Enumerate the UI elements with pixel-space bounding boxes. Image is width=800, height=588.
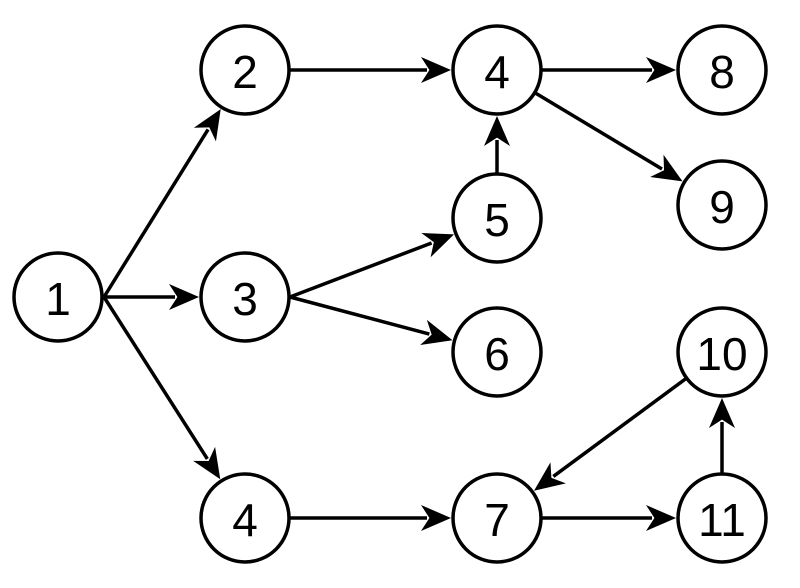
- edge-line: [102, 296, 209, 460]
- edge-line: [533, 91, 663, 171]
- node-label: 4: [484, 46, 510, 98]
- node-n9: 9: [676, 159, 768, 251]
- node-label: 2: [232, 46, 258, 98]
- node-n7: 7: [451, 472, 543, 564]
- node-n10: 10: [676, 306, 768, 398]
- edges-layer: [102, 57, 735, 531]
- node-n6: 6: [451, 306, 543, 398]
- node-label: 11: [698, 494, 746, 546]
- node-label: 1: [45, 273, 71, 325]
- edge-n5-to-n4a: [484, 116, 510, 174]
- arrowhead: [646, 57, 676, 83]
- arrowhead: [484, 116, 510, 146]
- arrowhead: [420, 319, 453, 346]
- node-n1: 1: [12, 251, 104, 343]
- node-circle: [199, 24, 291, 116]
- node-circle: [676, 24, 768, 116]
- arrowhead: [421, 57, 451, 83]
- arrowhead: [193, 446, 221, 480]
- edge-n11-to-n10: [709, 398, 735, 474]
- edge-n1-to-n2: [102, 109, 221, 298]
- node-label: 7: [484, 494, 510, 546]
- node-label: 3: [232, 273, 258, 325]
- node-circle: [451, 24, 543, 116]
- node-n11: 11: [676, 472, 768, 564]
- edge-n1-to-n4b: [102, 296, 221, 480]
- edge-line: [289, 241, 433, 299]
- arrowhead: [193, 109, 221, 142]
- node-n5: 5: [451, 172, 543, 264]
- edge-line: [102, 128, 210, 298]
- edge-n1-to-n3: [104, 284, 199, 310]
- node-label: 5: [484, 194, 510, 246]
- edge-n3-to-n6: [289, 295, 453, 346]
- node-circle: [12, 251, 104, 343]
- arrowhead: [646, 505, 676, 531]
- node-circle: [199, 472, 291, 564]
- node-circle: [199, 251, 291, 343]
- arrowhead: [709, 398, 735, 428]
- edge-n4a-to-n8: [541, 57, 676, 83]
- node-circle: [676, 306, 768, 398]
- node-label: 9: [709, 181, 735, 233]
- nodes-layer: 1 2 3 4 4 5 6 7 8 9 10 11: [12, 24, 768, 564]
- node-circle: [451, 306, 543, 398]
- edge-n4b-to-n7: [289, 505, 451, 531]
- node-circle: [676, 472, 768, 564]
- arrowhead: [421, 505, 451, 531]
- edge-n7-to-n11: [541, 505, 676, 531]
- edge-n10-to-n7: [534, 376, 688, 491]
- node-n3: 3: [199, 251, 291, 343]
- node-label: 6: [484, 328, 510, 380]
- arrowhead: [650, 154, 683, 182]
- node-circle: [676, 159, 768, 251]
- node-label: 4: [232, 494, 258, 546]
- node-label: 8: [709, 46, 735, 98]
- edge-line: [552, 376, 688, 478]
- node-label: 10: [696, 328, 747, 380]
- arrowhead: [534, 462, 566, 491]
- edge-n2-to-n4a: [289, 57, 451, 83]
- node-n2: 2: [199, 24, 291, 116]
- arrowhead: [169, 284, 199, 310]
- node-circle: [451, 172, 543, 264]
- node-n8: 8: [676, 24, 768, 116]
- edge-n3-to-n5: [289, 232, 455, 299]
- edge-n4a-to-n9: [533, 91, 683, 182]
- node-n4a: 4: [451, 24, 543, 116]
- arrowhead: [421, 232, 455, 258]
- node-circle: [451, 472, 543, 564]
- edge-line: [289, 295, 430, 336]
- node-n4b: 4: [199, 472, 291, 564]
